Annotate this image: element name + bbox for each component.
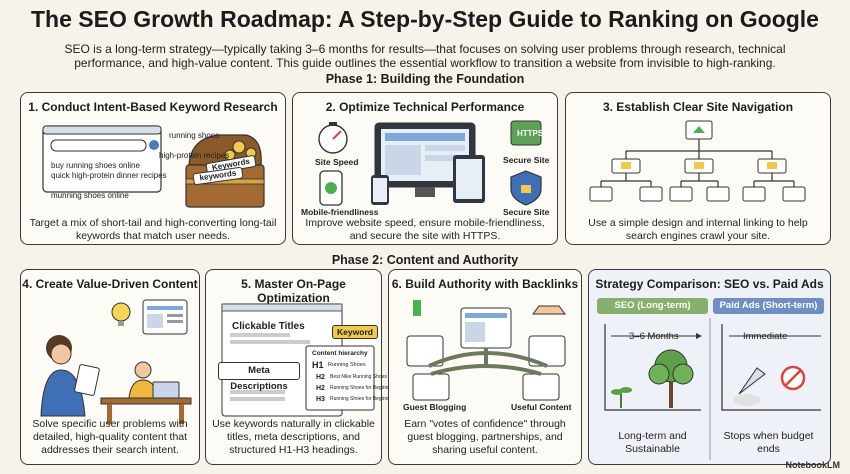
comparison-title: Strategy Comparison: SEO vs. Paid Ads xyxy=(595,277,824,291)
useful-content-label: Useful Content xyxy=(511,402,572,412)
step-5-title: 5. Master On-Page Optimization xyxy=(241,277,346,305)
step-2-caption: Improve website speed, ensure mobile-fri… xyxy=(305,217,545,242)
comparison-illustration xyxy=(604,318,821,460)
content-creation-illustration xyxy=(40,299,192,424)
h3-tag: H3 xyxy=(316,396,325,403)
step-6-caption: Earn "votes of confidence" through guest… xyxy=(404,418,566,456)
h1-tag: H1 xyxy=(312,360,324,370)
https-badge: HTTPS xyxy=(517,129,544,138)
content-hierarchy-title: Content hierarchy xyxy=(312,350,368,357)
step-5-panel: 5. Master On-Page Optimization Clickable… xyxy=(205,269,395,465)
step-1-panel: 1. Conduct Intent-Based Keyword Research… xyxy=(20,92,286,245)
step-4-title: 4. Create Value-Driven Content xyxy=(22,277,198,291)
h2-tag-1: H2 xyxy=(316,374,325,381)
query-1: buy running shoes online xyxy=(51,161,140,170)
backlinks-illustration xyxy=(406,300,566,401)
query-3: munning shoes online xyxy=(51,191,129,200)
page-title: The SEO Growth Roadmap: A Step-by-Step G… xyxy=(31,6,819,32)
step-2-panel: 2. Optimize Technical Performance HTTPS … xyxy=(292,92,558,245)
step-1-title: 1. Conduct Intent-Based Keyword Research xyxy=(28,100,278,114)
keyword-tag: Keyword xyxy=(332,325,378,339)
query-2: quick high-protein dinner recipes xyxy=(51,171,167,180)
h1-text: Running Shoes xyxy=(328,362,366,368)
site-speed-label: Site Speed xyxy=(315,157,359,167)
mobile-friendliness-label: Mobile-friendliness xyxy=(301,207,379,217)
step-4-panel: 4. Create Value-Driven Content Solve spe… xyxy=(20,269,200,465)
chest-label-2: high-protein recipes xyxy=(159,151,230,160)
on-page-optimization-illustration xyxy=(221,303,375,417)
phase-1-heading: Phase 1: Building the Foundation xyxy=(325,72,525,86)
secure-site-label-1: Secure Site xyxy=(503,155,550,165)
chest-label-1: running shoes xyxy=(169,131,220,140)
paid-timeframe: Immediate xyxy=(743,331,788,342)
step-4-caption: Solve specific user problems with detail… xyxy=(32,418,188,456)
h3-text: Running Shoes for Beginners xyxy=(330,396,396,402)
intro-text: SEO is a long-term strategy—typically ta… xyxy=(64,42,786,70)
h2-text-1: Best Nike Running Shoes xyxy=(330,374,387,380)
phase-2-heading: Phase 2: Content and Authority xyxy=(331,253,519,267)
guest-blogging-label: Guest Blogging xyxy=(403,402,467,412)
step-3-caption: Use a simple design and internal linking… xyxy=(588,217,808,242)
step-3-title: 3. Establish Clear Site Navigation xyxy=(602,100,794,114)
seo-caption: Long-term and Sustainable xyxy=(618,430,687,455)
site-tree-diagram xyxy=(589,120,806,202)
comparison-panel: Strategy Comparison: SEO vs. Paid Ads SE… xyxy=(588,269,831,465)
meta-descriptions-label: Meta Descriptions xyxy=(218,362,300,392)
technical-performance-illustration xyxy=(318,120,542,206)
step-1-caption: Target a mix of short-tail and high-conv… xyxy=(29,217,277,242)
step-6-title: 6. Build Authority with Backlinks xyxy=(391,277,579,291)
h2-text-2: Running Shoes for Beginners xyxy=(330,385,396,391)
step-2-title: 2. Optimize Technical Performance xyxy=(325,100,525,114)
seo-timeframe: 3–6 Months xyxy=(629,331,679,342)
clickable-titles-label: Clickable Titles xyxy=(232,321,305,332)
notebooklm-logo: NotebookLM xyxy=(785,460,841,470)
h2-tag-2: H2 xyxy=(316,385,325,392)
paid-caption: Stops when budget ends xyxy=(723,430,814,455)
paid-ads-short-term-label: Paid Ads (Short-term) xyxy=(713,298,824,314)
step-5-caption: Use keywords naturally in clickable titl… xyxy=(212,418,375,456)
seo-long-term-label: SEO (Long-term) xyxy=(597,298,708,314)
step-6-panel: 6. Build Authority with Backlinks Guest … xyxy=(388,269,582,465)
step-3-panel: 3. Establish Clear Site Navigation Use a… xyxy=(565,92,831,245)
secure-site-label-2: Secure Site xyxy=(503,207,550,217)
